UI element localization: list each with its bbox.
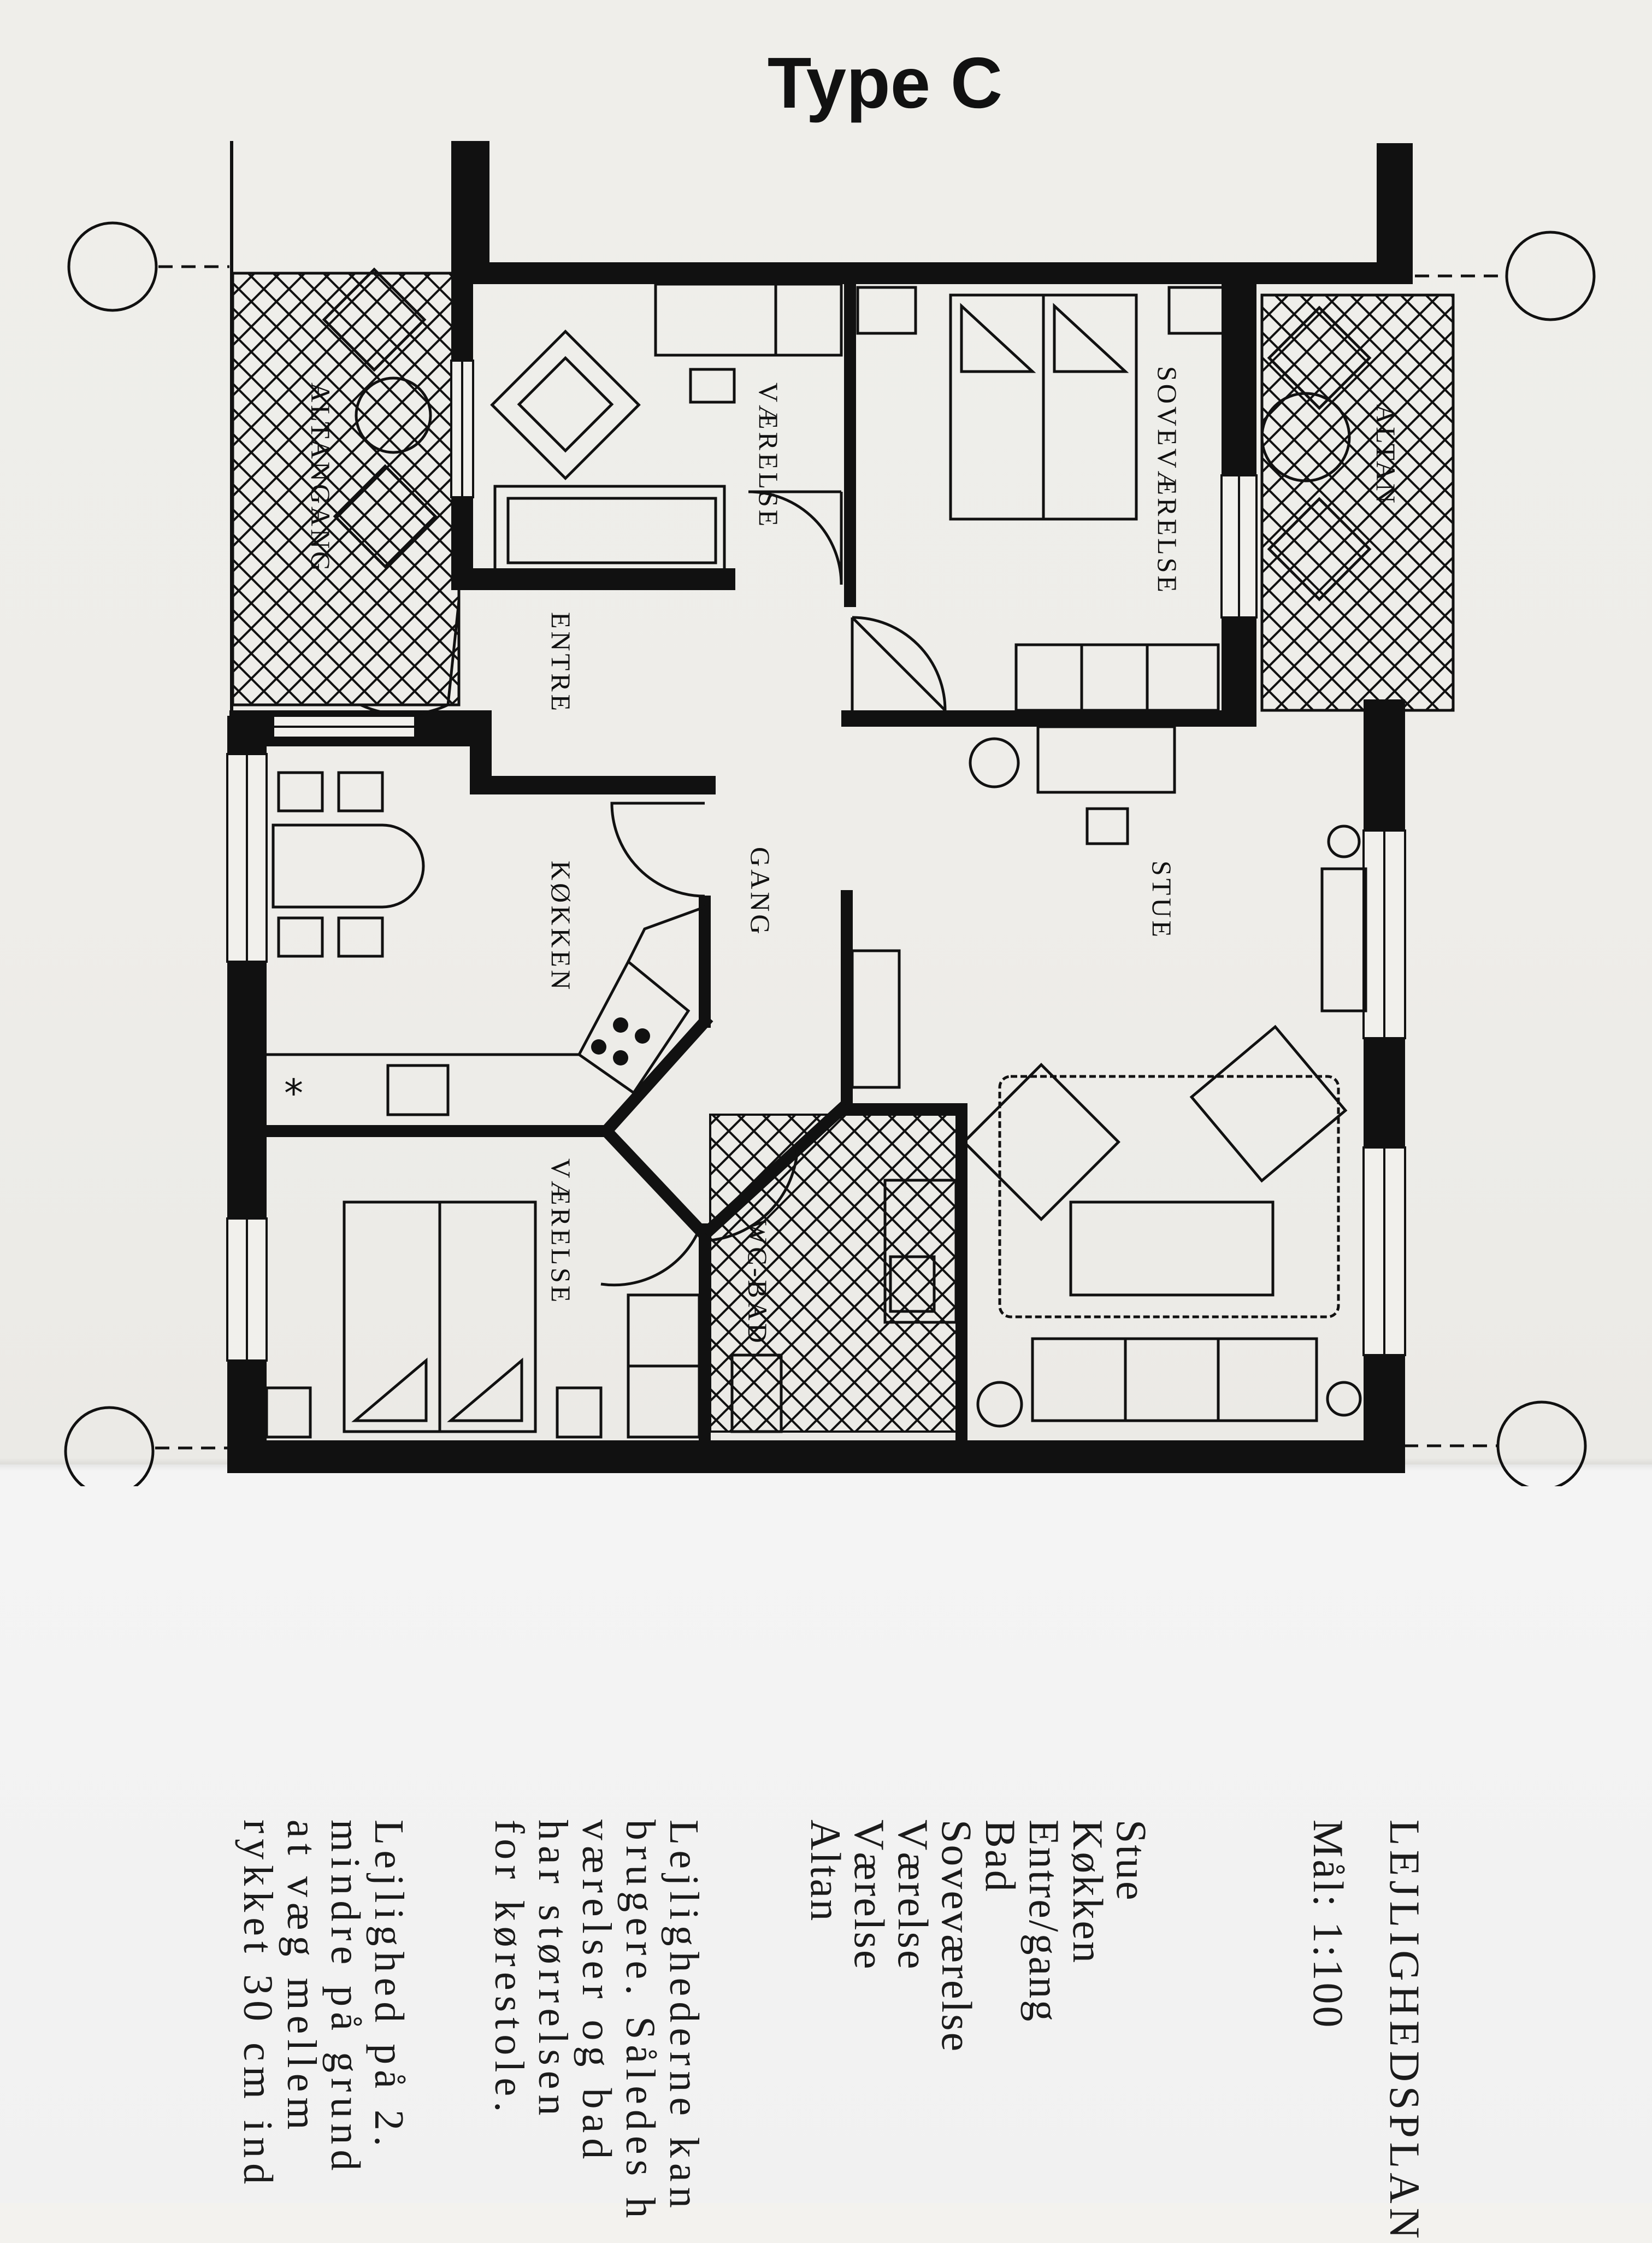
room-list-item: Værelse	[846, 1820, 893, 1971]
axis-circle-top-left	[67, 221, 158, 312]
floor-plan: * ALTANGANG VÆRELSE SOVEVÆRELSE ALTAN EN…	[64, 141, 1596, 1486]
room-label-entre: ENTRE	[546, 612, 576, 714]
document-scale: Mål: 1:100	[1305, 1820, 1352, 2030]
stove-burners	[591, 1017, 650, 1065]
doors	[359, 490, 947, 1287]
room-list-item: Soveværelse	[933, 1820, 981, 2053]
room-list-item: Entre/gang	[1020, 1820, 1068, 2023]
paragraph-line: at væg mellem	[279, 1820, 324, 2135]
axis-circle-bottom-left	[64, 1406, 155, 1486]
room-list-item: Køkken	[1064, 1820, 1112, 1964]
paragraph-line: Lejlighed på 2.	[366, 1820, 412, 2152]
room-list-item: Bad	[977, 1820, 1024, 1893]
paragraph-line: for kørestole.	[486, 1820, 532, 2118]
room-label-kokken: KØKKEN	[546, 861, 576, 992]
altan-hatch	[1260, 293, 1455, 712]
axis-circle-bottom-right	[1496, 1400, 1587, 1486]
room-label-sovevaerelse: SOVEVÆRELSE	[1152, 366, 1183, 595]
room-label-altangang: ALTANGANG	[305, 382, 336, 574]
hatched-areas	[231, 272, 1455, 1433]
paragraph-line: Lejlighederne kan	[661, 1820, 707, 2213]
axis-circle-top-right	[1505, 231, 1596, 321]
room-label-gang: GANG	[745, 847, 776, 937]
axis-markers	[64, 221, 1596, 1486]
paragraph-line: brugere. Således h	[617, 1820, 663, 2224]
room-label-wc-bad: WC-BAD	[742, 1218, 773, 1346]
room-list-item: Værelse	[889, 1820, 937, 1971]
kitchen-sink-symbol: *	[284, 1071, 303, 1116]
altangang-hatch	[231, 272, 461, 707]
paper-lower-half	[0, 1464, 1652, 2203]
paragraph-line: værelser og bad	[574, 1820, 620, 2165]
room-list-item: Altan	[802, 1820, 849, 1923]
room-list-item: Stue	[1108, 1820, 1155, 1902]
furniture	[265, 267, 1372, 1439]
room-label-altan: ALTAN	[1371, 404, 1401, 506]
room-label-vaerelse-bottom: VÆRELSE	[546, 1158, 576, 1305]
document-heading: LEJLIGHEDSPLAN	[1381, 1820, 1429, 2243]
plan-title: Type C	[767, 43, 1003, 123]
room-label-stue: STUE	[1147, 861, 1177, 940]
paragraph-line: mindre på grund	[322, 1820, 368, 2176]
room-label-vaerelse-top: VÆRELSE	[753, 382, 784, 529]
paragraph-line: har størrelsen	[530, 1820, 576, 2121]
paragraph-line: rykket 30 cm ind	[235, 1820, 281, 2190]
windows	[226, 360, 1406, 1362]
